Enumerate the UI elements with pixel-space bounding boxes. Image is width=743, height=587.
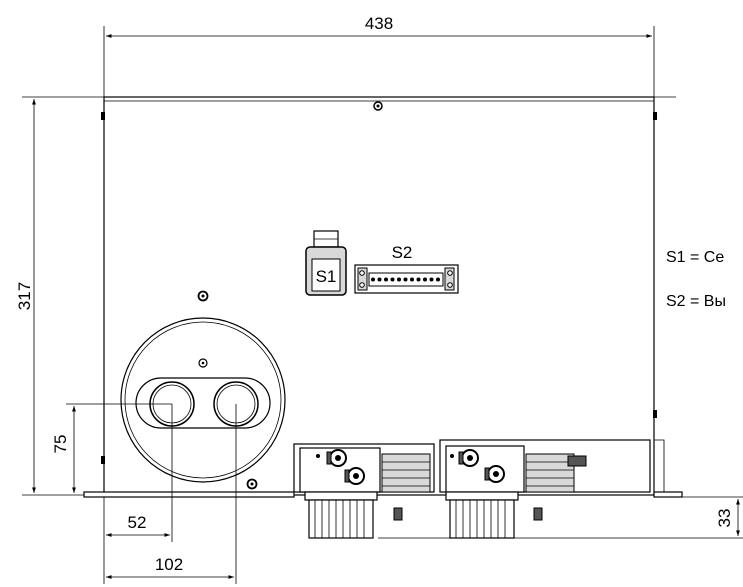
bottom-assembly-right — [439, 439, 651, 539]
bottom-assembly-left — [293, 443, 435, 539]
dimension-52: 52 — [128, 513, 147, 532]
dimension-hole-height: 75 — [51, 403, 172, 493]
connector-s2: S2 — [354, 243, 459, 294]
s2-label: S2 — [392, 243, 413, 262]
dimension-hole-offsets: 52 102 — [103, 404, 237, 584]
dimension-75: 75 — [51, 435, 70, 454]
legend-s2: S2 = Вы — [666, 293, 726, 310]
legend-s1: S1 = Се — [666, 249, 724, 266]
cable-entry-port — [120, 317, 286, 483]
dimension-width-top: 438 — [103, 14, 655, 97]
s1-label: S1 — [316, 267, 337, 286]
dimension-317: 317 — [15, 282, 34, 310]
dimension-438: 438 — [365, 14, 393, 33]
s2-terminal-pins — [371, 277, 440, 282]
legend: S1 = Се S2 = Вы — [666, 249, 726, 310]
dimension-height-left: 317 — [15, 96, 84, 496]
dimension-33: 33 — [715, 509, 734, 528]
dimension-102: 102 — [155, 555, 183, 574]
connector-s1: S1 — [305, 230, 347, 296]
dimension-foot-height: 33 — [378, 496, 743, 539]
